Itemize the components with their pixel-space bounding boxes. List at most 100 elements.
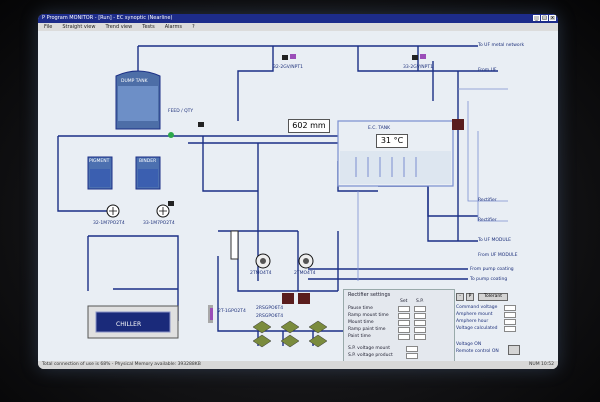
field-pause-set[interactable] bbox=[398, 306, 410, 312]
pump-pigment[interactable] bbox=[106, 204, 120, 218]
window-title: P Program MONITOR - [Run] - EC synoptic … bbox=[42, 15, 173, 21]
field-pause-sp[interactable] bbox=[414, 306, 426, 312]
pigment-tank-label: PIGMENT bbox=[89, 159, 110, 164]
pipe-diagram bbox=[57, 45, 508, 363]
conn-to-uf-network[interactable]: To UF metal network bbox=[478, 43, 525, 48]
valve-pair-2-label: 2RSGPO6T4 bbox=[256, 314, 284, 319]
valve-lower-label: 2T-1GPO2T4 bbox=[218, 309, 246, 314]
alarm-indicator-motor-1[interactable] bbox=[282, 293, 294, 304]
window-controls: _ □ x bbox=[533, 15, 556, 21]
row-ramp-paint-time: Ramp paint time bbox=[348, 327, 386, 332]
filter-6[interactable] bbox=[308, 334, 328, 348]
status-clock: NUM 10:52 bbox=[529, 362, 554, 367]
valve-top-right-label: 33-2GV/NPT1 bbox=[403, 65, 433, 70]
row-paint-time: Paint time bbox=[348, 334, 371, 339]
remote-toggle-button[interactable] bbox=[508, 345, 520, 355]
alarm-indicator-motor-2[interactable] bbox=[298, 293, 310, 304]
field-amphere-mount[interactable] bbox=[504, 312, 516, 318]
col-header-set: Set bbox=[400, 299, 408, 304]
status-bar: Total connection of use is 68% - Physica… bbox=[38, 361, 558, 369]
filter-4[interactable] bbox=[252, 334, 272, 348]
menu-trend-view[interactable]: Trend view bbox=[105, 24, 133, 30]
filter-3[interactable] bbox=[308, 320, 328, 334]
row-voltage-calculated: Voltage calculated bbox=[456, 326, 498, 331]
field-sp-voltage-mount[interactable] bbox=[406, 346, 418, 352]
ec-tank[interactable] bbox=[337, 120, 454, 187]
filter-2[interactable] bbox=[280, 320, 300, 334]
ec-tank-label: E.C. TANK bbox=[368, 126, 391, 131]
conn-rectifier-1[interactable]: Rectifier bbox=[478, 198, 497, 203]
row-amphere-mount: Amphere mount bbox=[456, 312, 493, 317]
conn-to-pump-coating[interactable]: To pump coating bbox=[470, 277, 508, 282]
rectifier-settings-title: Rectifier settings bbox=[348, 292, 391, 298]
binder-tank[interactable] bbox=[135, 156, 161, 190]
conn-from-uf-module[interactable]: From UF MODULE bbox=[478, 253, 518, 258]
field-command-voltage[interactable] bbox=[504, 305, 516, 311]
pump-binder-label: 33-1M7PO2T4 bbox=[143, 221, 175, 226]
pump-pigment-label: 32-1M7PO2T4 bbox=[93, 221, 125, 226]
pigment-tank[interactable] bbox=[87, 156, 113, 190]
temperature-readout[interactable]: 31 °C bbox=[376, 134, 408, 148]
field-sp-voltage-product[interactable] bbox=[406, 353, 418, 359]
menu-file[interactable]: File bbox=[44, 24, 53, 30]
binder-tank-label: BINDER bbox=[139, 159, 157, 164]
row-sp-voltage-product: S.P. voltage product bbox=[348, 353, 393, 358]
field-amphere-hour[interactable] bbox=[504, 319, 516, 325]
valve-icon[interactable] bbox=[282, 55, 288, 60]
filter-1[interactable] bbox=[252, 320, 272, 334]
valve-icon[interactable] bbox=[412, 55, 418, 60]
voltage-on-checkbox[interactable]: Voltage ON bbox=[456, 342, 482, 347]
field-mount-sp[interactable] bbox=[414, 320, 426, 326]
tolerance-minus-button[interactable]: - bbox=[456, 293, 464, 301]
motor-2[interactable] bbox=[298, 253, 314, 269]
filter-5[interactable] bbox=[280, 334, 300, 348]
field-ramp-mount-sp[interactable] bbox=[414, 313, 426, 319]
col-header-sp: S.P. bbox=[416, 299, 424, 304]
valve-top-left-label: 32-2GV/NPT1 bbox=[273, 65, 303, 70]
row-command-voltage: Command voltage bbox=[456, 305, 498, 310]
valve-pair-1-label: 2RSGPO6T4 bbox=[256, 306, 284, 311]
row-mount-time: Mount time bbox=[348, 320, 374, 325]
valve-icon[interactable] bbox=[168, 201, 174, 206]
row-pause-time: Pause time bbox=[348, 306, 373, 311]
maximize-button[interactable]: □ bbox=[541, 15, 548, 21]
remote-control-on-checkbox[interactable]: Remote control ON bbox=[456, 349, 499, 354]
menu-bar: File Straight view Trend view Tests Alar… bbox=[38, 23, 558, 31]
field-voltage-calculated[interactable] bbox=[504, 326, 516, 332]
alarm-indicator-ec[interactable] bbox=[452, 119, 464, 130]
status-text: Total connection of use is 68% - Physica… bbox=[42, 362, 201, 367]
conn-to-uf-module[interactable]: To UF MODULE bbox=[478, 238, 512, 243]
conn-from-pump-coating[interactable]: From pump coating bbox=[470, 267, 514, 272]
field-ramp-paint-sp[interactable] bbox=[414, 327, 426, 333]
conn-from-uf[interactable]: From UF bbox=[478, 68, 497, 73]
pump-binder[interactable] bbox=[156, 204, 170, 218]
synoptic-canvas: DUMP TANK FEED / QTY PIGMENT BINDER E.C.… bbox=[38, 31, 558, 363]
menu-alarms[interactable]: Alarms bbox=[164, 24, 183, 30]
menu-help[interactable]: ? bbox=[192, 24, 195, 30]
rectifier-settings-panel: Rectifier settings Set S.P. Pause time R… bbox=[343, 289, 455, 363]
row-ramp-mount-time: Ramp mount time bbox=[348, 313, 389, 318]
dump-tank[interactable] bbox=[115, 70, 161, 130]
tolerance-p-button[interactable]: P bbox=[466, 293, 474, 301]
motor-1-label: 2TMO4T4 bbox=[250, 271, 272, 276]
close-button[interactable]: x bbox=[549, 15, 556, 21]
menu-tests[interactable]: Tests bbox=[142, 24, 155, 30]
field-paint-sp[interactable] bbox=[414, 334, 426, 340]
field-ramp-paint-set[interactable] bbox=[398, 327, 410, 333]
conn-rectifier-2[interactable]: Rectifier bbox=[478, 218, 497, 223]
valve-icon[interactable] bbox=[198, 122, 204, 127]
heat-exchanger[interactable] bbox=[230, 230, 239, 260]
minimize-button[interactable]: _ bbox=[533, 15, 540, 21]
menu-straight-view[interactable]: Straight view bbox=[62, 24, 96, 30]
chiller-label: CHILLER bbox=[116, 321, 142, 328]
field-ramp-mount-set[interactable] bbox=[398, 313, 410, 319]
motor-1[interactable] bbox=[255, 253, 271, 269]
tolerant-button[interactable]: Tolerant bbox=[478, 293, 508, 301]
dump-tank-label: DUMP TANK bbox=[121, 79, 148, 84]
tolerance-panel: - P Tolerant Command voltage Amphere mou… bbox=[456, 293, 540, 361]
field-mount-set[interactable] bbox=[398, 320, 410, 326]
field-paint-set[interactable] bbox=[398, 334, 410, 340]
level-readout[interactable]: 602 mm bbox=[288, 119, 330, 133]
motor-2-label: 2TMO4T4 bbox=[294, 271, 316, 276]
row-amphere-hour: Amphere hour bbox=[456, 319, 489, 324]
